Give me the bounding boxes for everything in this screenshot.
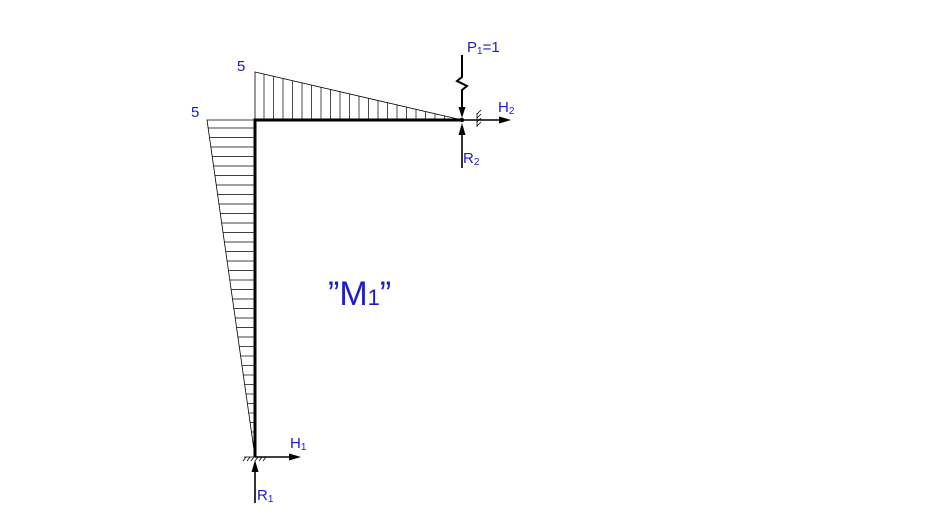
unit-load-arrow [455,55,469,118]
load-label: P1=1 [467,39,500,57]
beam-moment-outline [254,71,463,121]
r1-reaction-arrow [251,460,259,503]
value-label-top: 5 [237,58,245,75]
column-moment-hatching [208,127,255,452]
beam-moment-hatching [263,74,455,120]
beam-moment-diagram [254,71,463,121]
r1-label: R1 [257,487,274,505]
r2-label: R2 [463,150,480,168]
value-label-column: 5 [191,104,199,121]
h2-label: H2 [498,99,515,117]
column-moment-outline [206,119,256,458]
frame [253,118,462,457]
column-moment-diagram [206,119,256,458]
h2-reaction-arrow [462,116,511,124]
diagram-title: ”M1” [328,275,391,313]
h1-reaction-arrow [255,453,301,461]
r2-reaction-arrow [458,123,466,168]
h1-label: H1 [290,435,307,453]
